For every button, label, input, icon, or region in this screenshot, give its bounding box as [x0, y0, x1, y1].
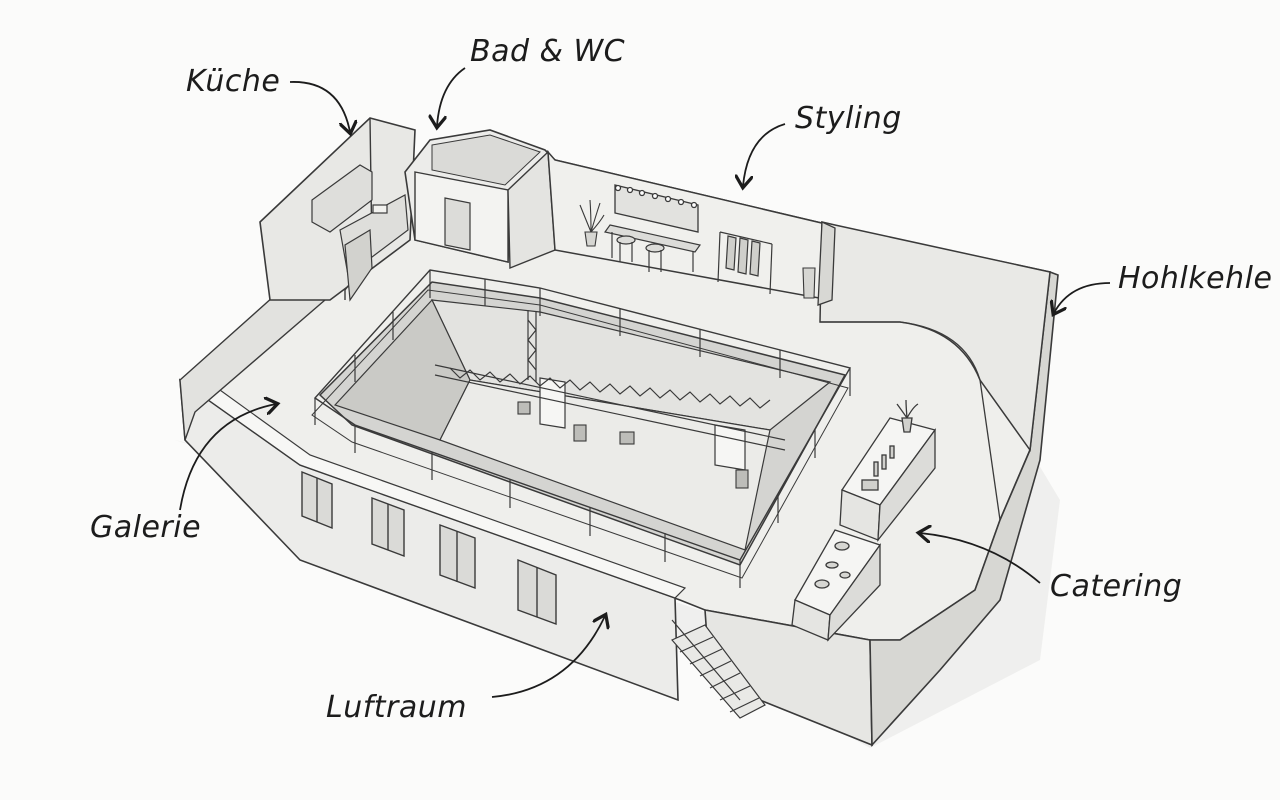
cyclorama-curve — [820, 321, 1001, 521]
label-hohlkehle: Hohlkehle — [1054, 261, 1272, 313]
styling-mirror — [614, 184, 699, 233]
arrow-kueche — [289, 81, 350, 132]
label-bad-wc: Bad & WC — [437, 34, 625, 126]
label-galerie-text: Galerie — [90, 510, 201, 545]
plant-styling — [579, 199, 605, 247]
windows — [301, 470, 557, 626]
void-floor — [439, 379, 771, 551]
label-kueche: Küche — [186, 64, 350, 132]
railing — [311, 269, 852, 588]
partition-wall — [817, 221, 836, 306]
staircase — [671, 619, 766, 719]
arrow-styling — [743, 123, 786, 186]
arrow-catering — [920, 533, 1041, 584]
trash-can — [802, 267, 816, 299]
stage-lights — [517, 401, 749, 489]
bathroom-inner — [431, 134, 541, 186]
clothes-rack — [717, 231, 773, 295]
bathroom-door — [444, 197, 471, 251]
label-styling: Styling — [743, 101, 902, 186]
label-galerie: Galerie — [90, 404, 276, 545]
label-hohlkehle-text: Hohlkehle — [1118, 261, 1272, 296]
catering-table-back — [839, 399, 937, 543]
label-styling-text: Styling — [795, 101, 902, 136]
label-catering-text: Catering — [1050, 569, 1182, 604]
kitchen-counter — [311, 164, 409, 302]
label-kueche-text: Küche — [186, 64, 280, 99]
right-end-wall — [869, 270, 1059, 748]
label-catering: Catering — [920, 533, 1182, 604]
lighting-truss — [434, 310, 786, 451]
label-luftraum-text: Luftraum — [326, 690, 467, 725]
void-door-right — [714, 424, 746, 471]
label-luftraum: Luftraum — [326, 616, 605, 725]
void-door-left — [539, 377, 566, 429]
arrow-bad-wc — [437, 67, 466, 126]
arrow-hohlkehle — [1054, 282, 1111, 313]
arrow-luftraum — [491, 616, 605, 698]
arrow-galerie — [179, 404, 276, 511]
catering-table-front — [791, 529, 882, 642]
styling-desk — [603, 224, 702, 272]
label-bad-wc-text: Bad & WC — [470, 34, 625, 69]
